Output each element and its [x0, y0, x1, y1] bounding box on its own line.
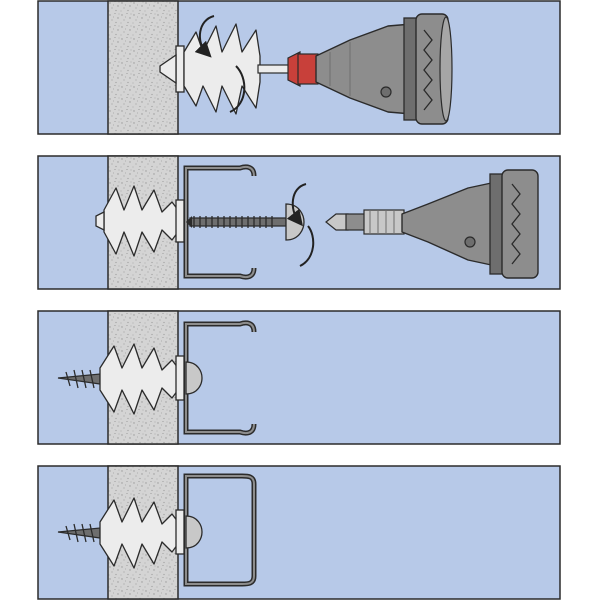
screwdriver-bit [325, 209, 405, 235]
screw-head [185, 515, 203, 549]
c-profile-bracket-closed [183, 473, 257, 587]
rotation-arrow-anchor [194, 15, 246, 113]
drywall-anchor-seated [99, 497, 185, 569]
step-2-panel [37, 155, 561, 290]
plastic-drywall-anchor [159, 23, 261, 115]
rotation-arrow-screw [286, 183, 315, 267]
step-4-panel [37, 465, 561, 600]
drill-chuck [401, 169, 539, 279]
step-1-panel [37, 0, 561, 135]
drill-chuck [315, 13, 453, 125]
drywall-anchor-seated [99, 343, 185, 415]
step-3-panel [37, 310, 561, 445]
screw-head [185, 361, 203, 395]
